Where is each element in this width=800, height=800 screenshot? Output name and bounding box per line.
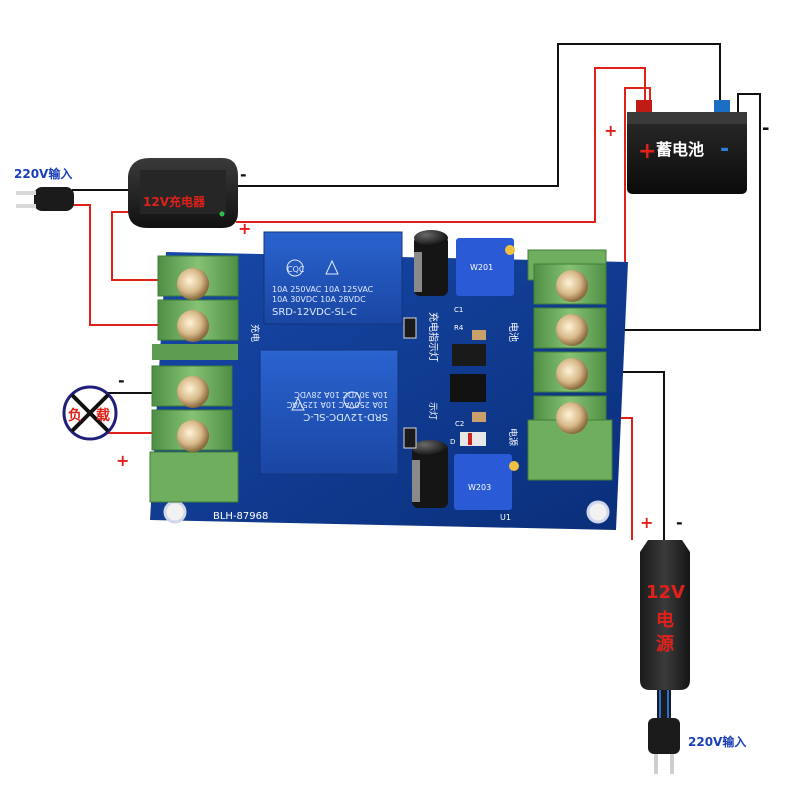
wire-plug-left-red [72,204,175,326]
silk-c2: C2 [455,420,464,428]
label-load-2: 载 [96,407,110,424]
pot-bottom-label: W203 [468,483,491,492]
screw-right-3 [556,358,588,390]
screw-left-4 [177,420,209,452]
screw-left-3 [177,376,209,408]
label-battery-plus: + [638,139,656,164]
silk-r4: R4 [454,324,464,332]
relay-board: BLH-87968 CQC 10A 250VAC 10A 125VAC 10A … [150,230,628,530]
board-model: BLH-87968 [213,511,268,522]
capacitor-top [414,230,448,296]
wire-charger-to-terminal [111,211,175,281]
silk-indicator: 示灯 [427,402,438,420]
silk-battery: 电池 [507,322,520,342]
relay-top-brand: CQC [287,265,305,274]
capacitor-bottom [412,440,448,508]
label-psu-3: 源 [656,633,674,655]
lamp-load-icon: 负 载 - + [62,371,129,470]
relay-bottom: SRD-12VDC-SL-C 10A 250VAC 10A 125VAC 10A… [259,349,399,475]
label-battery-minus: - [720,137,729,162]
battery-icon: + 蓄电池 - + - [604,100,769,194]
power-adapter-icon: + - 12V 电 源 220V输入 [640,513,746,774]
pot-top-label: W201 [470,263,493,272]
relay-top-model: SRD-12VDC-SL-C [272,307,357,318]
terminal-block-right [527,249,613,481]
relay-bottom-model: SRD-12VDC-SL-C [303,411,388,422]
label-minus-charger: - [240,165,247,184]
label-plus-battery: + [604,121,617,140]
potentiometer-top: W201 [456,238,515,296]
label-input-left: 220V输入 [14,166,72,181]
charger-icon: 12V充电器 - + [128,158,251,238]
relay-top: CQC 10A 250VAC 10A 125VAC 10A 30VDC 10A … [263,231,403,325]
silk-u1: U1 [500,513,511,522]
label-psu-2: 电 [656,609,674,631]
relay-top-line1: 10A 250VAC 10A 125VAC [272,285,374,294]
wire-charger-minus [236,43,721,187]
silk-power: 电源 [507,428,519,446]
silk-d: D [450,438,455,446]
silk-c1: C1 [454,306,463,314]
label-minus-battery: - [762,118,769,139]
screw-right-4 [556,402,588,434]
mount-hole-br [586,500,610,524]
silk-charge-indicator: 充电指示灯 [427,312,440,362]
label-plus-charger: + [238,219,251,238]
screw-right-2 [556,314,588,346]
label-minus-load: - [118,371,125,390]
screw-left-2 [177,310,209,342]
silk-charge: 充电 [249,324,261,342]
relay-bottom-line2: 10A 30VDC 10A 28VDC [294,390,388,399]
wire-charger-plus [236,67,646,223]
ic-chip [450,374,486,402]
mount-hole-bl [163,500,187,524]
label-charger: 12V充电器 [143,194,206,209]
label-psu-1: 12V [646,582,685,603]
label-load-1: 负 [68,407,82,424]
label-minus-psu: - [676,513,683,532]
ac-plug-icon: 220V输入 [14,166,74,211]
label-input-bottom: 220V输入 [688,734,746,749]
potentiometer-bottom: W203 [454,454,519,510]
wire-battery-minus [600,93,761,331]
relay-bottom-line1: 10A 250VAC 10A 125VAC [286,400,388,409]
relay-top-line2: 10A 30VDC 10A 28VDC [272,295,366,304]
screw-right-1 [556,270,588,302]
label-plus-load: + [116,451,129,470]
label-plus-psu: + [640,513,653,532]
label-battery: 蓄电池 [656,140,704,159]
terminal-block-left [149,255,239,503]
screw-left-1 [177,268,209,300]
smd-components: R4 C1 C2 D U1 [403,306,511,522]
